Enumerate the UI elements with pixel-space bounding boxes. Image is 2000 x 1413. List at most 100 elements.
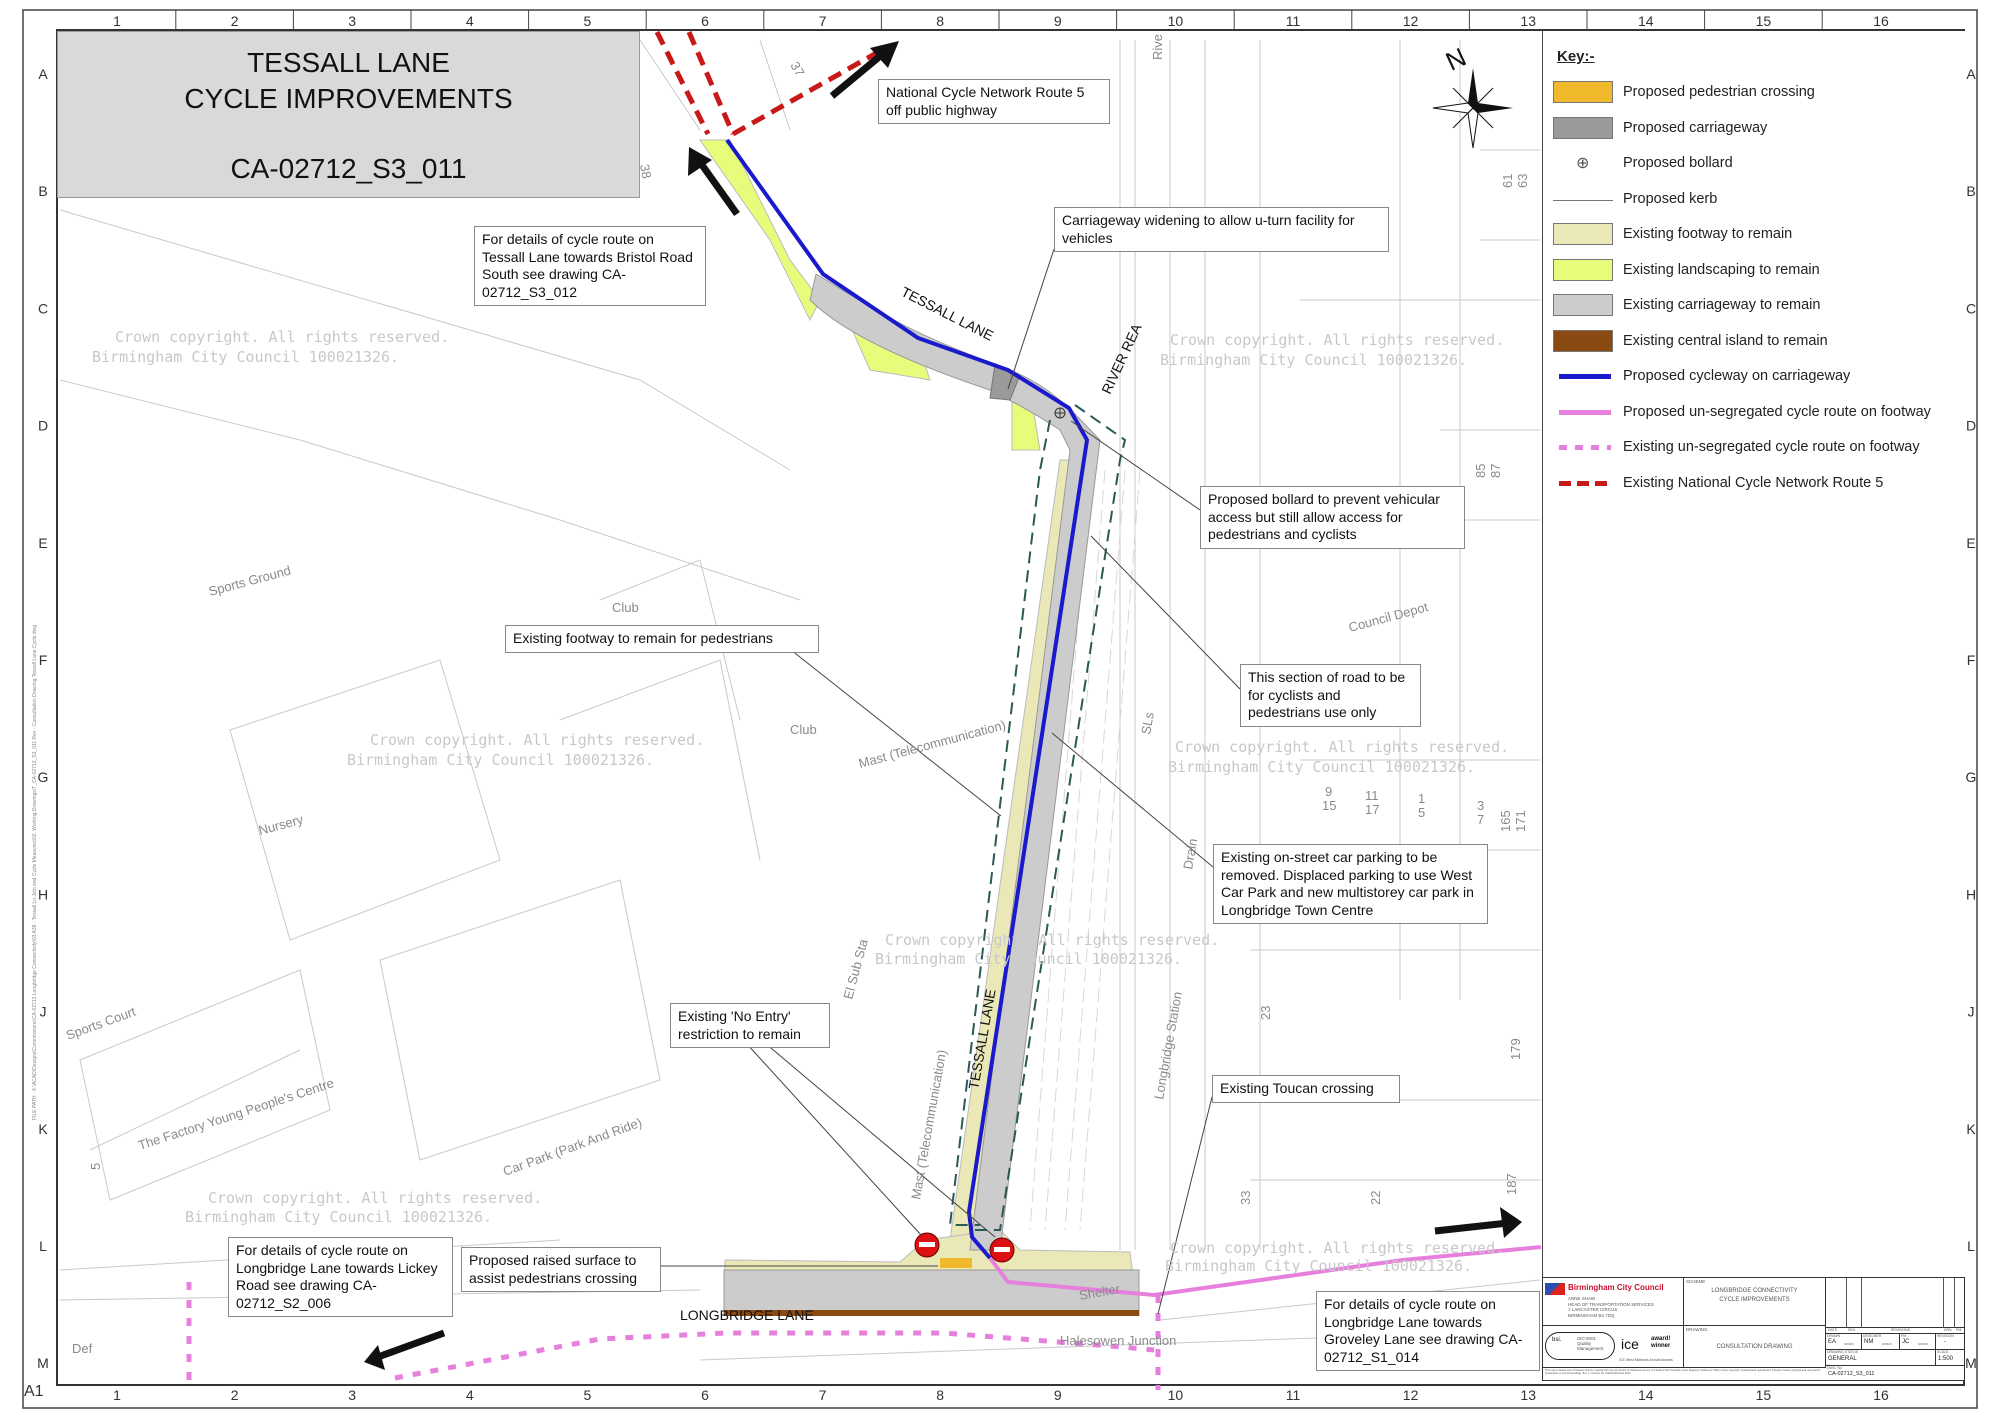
svg-text:11: 11 — [1365, 788, 1379, 803]
legend-label: Proposed un-segregated cycle route on fo… — [1623, 403, 1931, 420]
grid-column-label: 8 — [936, 13, 944, 29]
ncn-route-5 — [654, 30, 711, 136]
grid-column-label: 16 — [1873, 1387, 1889, 1403]
legend-label: Existing footway to remain — [1623, 226, 1793, 242]
road-label-rive: Rive — [1150, 34, 1165, 60]
bollard-icon: ⊕ — [1576, 155, 1590, 172]
grid-row-label: B — [1966, 183, 1975, 199]
kerb-line-swatch — [1553, 199, 1613, 201]
grid-row-label: C — [38, 300, 48, 316]
base-map-lines — [59, 39, 1541, 1361]
svg-text:3: 3 — [1477, 798, 1484, 813]
existing-landscaping — [699, 139, 821, 322]
svg-text:Def: Def — [72, 1341, 93, 1356]
grid-row-label: K — [1966, 1121, 1976, 1137]
svg-text:Birmingham City Council: Birmingham City Council 100021326. — [875, 950, 1182, 968]
grid-row-label: F — [1967, 652, 1976, 668]
existing-cycle-route-footway — [394, 1330, 1155, 1381]
revisions-table — [1826, 1278, 1964, 1328]
svg-text:17: 17 — [1365, 802, 1379, 817]
callout-car-parking-removed: Existing on-street car parking to be rem… — [1213, 844, 1488, 924]
grid-row-label: K — [38, 1121, 48, 1137]
grid-column-label: 4 — [466, 1387, 474, 1403]
legend-label: Existing National Cycle Network Route 5 — [1623, 474, 1884, 491]
svg-text:Crown copyright. All rights re: Crown copyright. All rights reserved. — [208, 1189, 542, 1207]
grid-row-label: H — [38, 886, 48, 902]
svg-text:El Sub Sta: El Sub Sta — [840, 937, 871, 1001]
grid-column-label: 9 — [1054, 1387, 1062, 1403]
grid-column-label: 3 — [348, 13, 356, 29]
svg-text:Crown copyright. All rights re: Crown copyright. All rights reserved. — [1175, 738, 1509, 756]
grid-row-label: G — [38, 769, 49, 785]
grid-column-label: 14 — [1638, 1387, 1654, 1403]
road-label-river-rea: RIVER REA — [1098, 321, 1145, 397]
grid-column-label: 10 — [1168, 1387, 1184, 1403]
svg-text:Halesowen Junction: Halesowen Junction — [1060, 1333, 1176, 1348]
scheme-panel: SCHEME LONGBRIDGE CONNECTIVITY CYCLE IMP… — [1684, 1278, 1826, 1326]
callout-cyclists-pedestrians-section: This section of road to be for cyclists … — [1240, 664, 1421, 727]
svg-text:1: 1 — [1418, 791, 1425, 806]
legend-item: Existing landscaping to remain — [1553, 258, 1958, 283]
grid-column-label: 7 — [819, 1387, 827, 1403]
legend-label: Existing landscaping to remain — [1623, 261, 1820, 278]
svg-text:63: 63 — [1515, 174, 1530, 188]
legend-label: Proposed cycleway on carriageway — [1623, 368, 1851, 384]
title-line-1: TESSALL LANE — [247, 47, 450, 78]
scheme-boundary-dashed-2 — [948, 419, 1051, 1226]
legend-item: Existing central island to remain — [1553, 329, 1958, 354]
proposed-pedestrian-crossing — [940, 1258, 972, 1268]
svg-text:37: 37 — [787, 59, 807, 79]
svg-text:165: 165 — [1498, 810, 1513, 832]
svg-text:61: 61 — [1500, 174, 1515, 188]
copyright-watermarks: Crown copyright. All rights reserved. Bir… — [92, 328, 1509, 1275]
scheme-label: SCHEME — [1686, 1279, 1706, 1284]
bsi-logo-icon — [1545, 1332, 1615, 1360]
grid-column-label: 4 — [466, 13, 474, 29]
grid-column-label: 9 — [1054, 13, 1062, 29]
callout-carriageway-widening: Carriageway widening to allow u-turn fac… — [1054, 207, 1389, 252]
legend-item: ⊕ Proposed bollard — [1553, 152, 1958, 176]
legend-item: Existing un-segregated cycle route on fo… — [1553, 436, 1958, 460]
svg-text:187: 187 — [1504, 1173, 1519, 1195]
legend-label: Existing carriageway to remain — [1623, 297, 1821, 313]
route-line-swatch — [1559, 445, 1611, 450]
svg-text:Crown copyright. All rights re: Crown copyright. All rights reserved. — [370, 731, 704, 749]
svg-text:Club: Club — [612, 600, 639, 615]
drawing-panel: DRAWING CONSULTATION DRAWING — [1684, 1326, 1826, 1368]
svg-text:Crown copyright. All rights re: Crown copyright. All rights reserved. — [115, 328, 449, 346]
callout-proposed-bollard: Proposed bollard to prevent vehicular ac… — [1200, 486, 1465, 549]
svg-text:Shelter: Shelter — [1078, 1281, 1122, 1303]
drawing-label: DRAWING — [1686, 1327, 1708, 1332]
callout-bristol-road-details: For details of cycle route on Tessall La… — [474, 226, 706, 306]
legend-label: Proposed kerb — [1623, 190, 1718, 207]
grid-column-label: 3 — [348, 1387, 356, 1403]
title-line-2: CYCLE IMPROVEMENTS — [184, 83, 513, 114]
revision-field: REVISION - — [1936, 1334, 1964, 1350]
legend-item: Existing footway to remain — [1553, 223, 1958, 247]
grid-row-label: E — [38, 535, 47, 551]
grid-column-label: 5 — [584, 1387, 592, 1403]
legend-label: Proposed bollard — [1623, 155, 1733, 171]
svg-text:Nursery: Nursery — [257, 812, 305, 838]
grid-row-label: M — [1965, 1355, 1977, 1371]
grid-column-label: 2 — [231, 1387, 239, 1403]
route-line-swatch — [1559, 480, 1611, 486]
sheet-outer-border — [22, 9, 1978, 1409]
scheme-line-1: LONGBRIDGE CONNECTIVITY — [1711, 1288, 1798, 1294]
central-island — [724, 1310, 1139, 1316]
svg-text:15: 15 — [1322, 798, 1336, 813]
grid-column-label: 7 — [819, 13, 827, 29]
callout-lickey-road-details: For details of cycle route on Longbridge… — [228, 1237, 453, 1317]
scheme-line-2: CYCLE IMPROVEMENTS — [1719, 1297, 1790, 1303]
grid-row-label: D — [38, 418, 48, 434]
existing-carriageway — [809, 273, 1101, 1251]
legend-label: Proposed carriageway — [1623, 119, 1768, 136]
grid-column-label: 15 — [1756, 1387, 1772, 1403]
north-label: N — [1441, 42, 1471, 77]
color-swatch — [1553, 294, 1613, 316]
revisions-header: DATE REV. REVISIONS DRN PM — [1826, 1328, 1964, 1334]
road-label-longbridge-lane: LONGBRIDGE LANE — [680, 1307, 814, 1323]
